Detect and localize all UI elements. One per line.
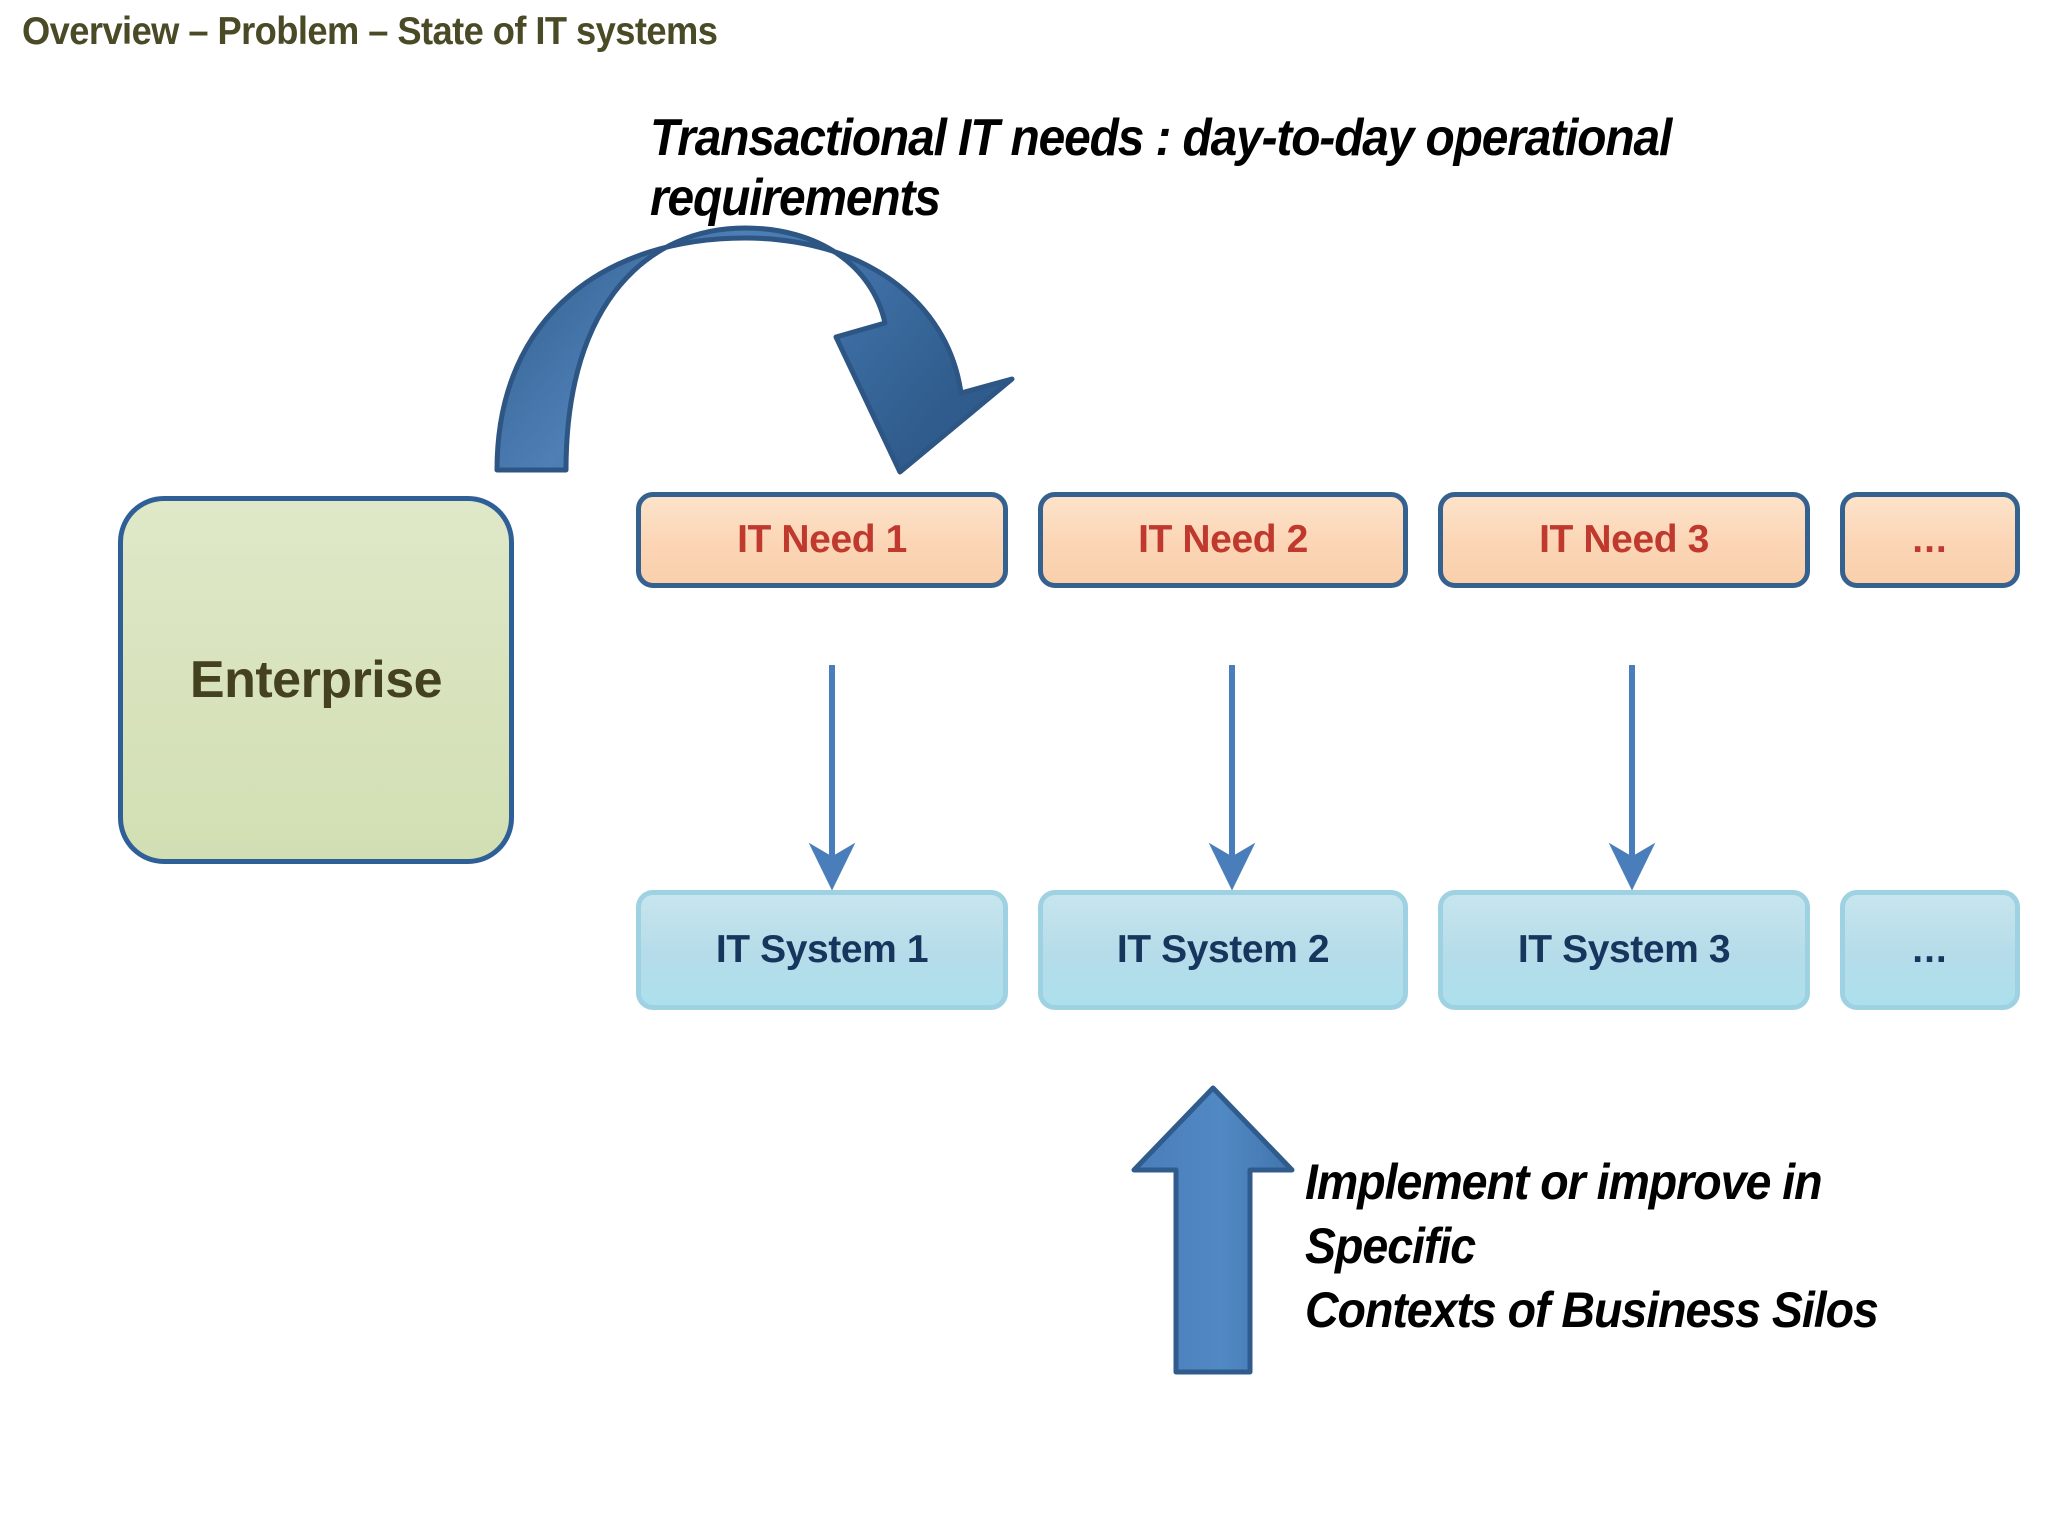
enterprise-box[interactable]: Enterprise bbox=[118, 496, 514, 864]
caption-implement-or-improve: Implement or improve in Specific Context… bbox=[1305, 1150, 2012, 1342]
it-need-label-3: IT Need 3 bbox=[1539, 518, 1709, 561]
it-need-label-2: IT Need 2 bbox=[1138, 518, 1308, 561]
it-need-label-more: ... bbox=[1912, 518, 1948, 561]
it-system-box-2[interactable]: IT System 2 bbox=[1038, 890, 1408, 1010]
caption-line-3: Contexts of Business Silos bbox=[1305, 1282, 1879, 1338]
it-system-box-more[interactable]: ... bbox=[1840, 890, 2020, 1010]
it-system-box-3[interactable]: IT System 3 bbox=[1438, 890, 1810, 1010]
it-system-label-more: ... bbox=[1912, 928, 1948, 971]
curved-arrow-enterprise-to-need bbox=[494, 225, 1015, 475]
page-title: Overview – Problem – State of IT systems bbox=[22, 10, 718, 53]
it-need-label-1: IT Need 1 bbox=[737, 518, 907, 561]
it-need-box-2[interactable]: IT Need 2 bbox=[1038, 492, 1408, 588]
enterprise-label: Enterprise bbox=[189, 651, 443, 709]
up-arrow-implement-improve bbox=[1131, 1085, 1295, 1375]
it-need-box-3[interactable]: IT Need 3 bbox=[1438, 492, 1810, 588]
it-system-label-3: IT System 3 bbox=[1517, 928, 1731, 971]
it-need-box-1[interactable]: IT Need 1 bbox=[636, 492, 1008, 588]
caption-line-2: Specific bbox=[1305, 1218, 1476, 1274]
it-system-box-1[interactable]: IT System 1 bbox=[636, 890, 1008, 1010]
caption-line-1: Implement or improve in bbox=[1305, 1154, 1823, 1210]
headline-transactional-it-needs: Transactional IT needs : day-to-day oper… bbox=[650, 109, 1672, 228]
it-system-label-1: IT System 1 bbox=[715, 928, 929, 971]
it-system-label-2: IT System 2 bbox=[1116, 928, 1330, 971]
it-need-box-more[interactable]: ... bbox=[1840, 492, 2020, 588]
